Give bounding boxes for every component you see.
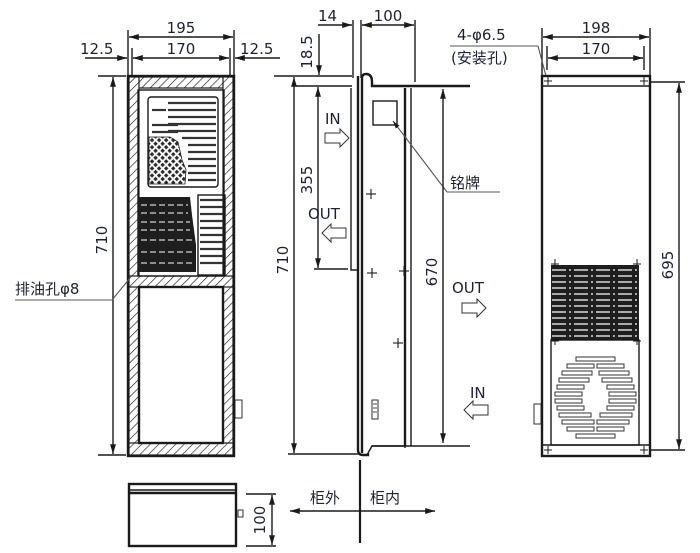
front-view: 195 170 12.5 12.5 710 (15, 19, 280, 458)
evaporator-coil (138, 197, 196, 272)
bottom-depth-dimension: 100 (251, 506, 269, 535)
nameplate (372, 100, 398, 126)
filter-mesh (148, 136, 187, 185)
hole-height-dimension: 695 (659, 251, 677, 280)
rear-side-connector (533, 403, 542, 425)
inside-in-label: IN (325, 110, 341, 128)
screw-markers (366, 189, 409, 348)
drain-hole-label: 排油孔φ8 (15, 280, 79, 298)
front-width-dimension: 195 (167, 19, 196, 37)
outside-out-arrow-icon (461, 297, 487, 319)
side-connector (371, 399, 379, 420)
side-view: 14 100 18.5 710 355 铭牌 (274, 7, 500, 457)
inside-in-arrow-icon (324, 127, 350, 149)
flange-dimension: 14 (318, 7, 337, 25)
front-side-connector (234, 399, 243, 419)
front-height-dimension: 710 (93, 226, 111, 255)
rear-width-dimension: 198 (582, 19, 611, 37)
side-height-dimension: 710 (274, 246, 292, 275)
depth-dimension: 100 (374, 7, 403, 25)
outside-in-label: IN (470, 384, 486, 402)
grille-screws (551, 259, 641, 345)
outside-out-label: OUT (452, 279, 485, 297)
condenser-coil (152, 101, 216, 182)
exhaust-grille (551, 265, 639, 340)
bottom-view: 100 (127, 482, 276, 548)
top-offset-dimension: 18.5 (298, 35, 316, 68)
inside-cabinet-label: 柜内 (370, 489, 400, 507)
nameplate-label: 铭牌 (450, 174, 480, 192)
hole-spacing-dimension: 170 (582, 40, 611, 58)
inside-out-arrow-icon (321, 222, 347, 244)
outside-in-arrow-icon (463, 399, 489, 421)
front-right-margin-dimension: 12.5 (240, 40, 273, 58)
mount-holes-label: 4-φ6.5 (457, 26, 506, 44)
outside-cabinet-label: 柜外 (310, 489, 340, 507)
cutout-dimension: 355 (298, 166, 316, 195)
mount-holes (544, 77, 648, 454)
rear-view: 198 170 4-φ6.5 (安装孔) 695 (450, 19, 685, 458)
front-left-margin-dimension: 12.5 (80, 40, 113, 58)
inside-out-label: OUT (308, 205, 341, 223)
inside-outside-legend: 柜外 柜内 (290, 460, 435, 543)
mount-holes-sublabel: (安装孔) (451, 49, 508, 67)
side-coil (200, 198, 223, 265)
fan-grille (554, 356, 637, 439)
inner-height-dimension: 670 (423, 258, 441, 287)
front-inner-width-dimension: 170 (167, 40, 196, 58)
